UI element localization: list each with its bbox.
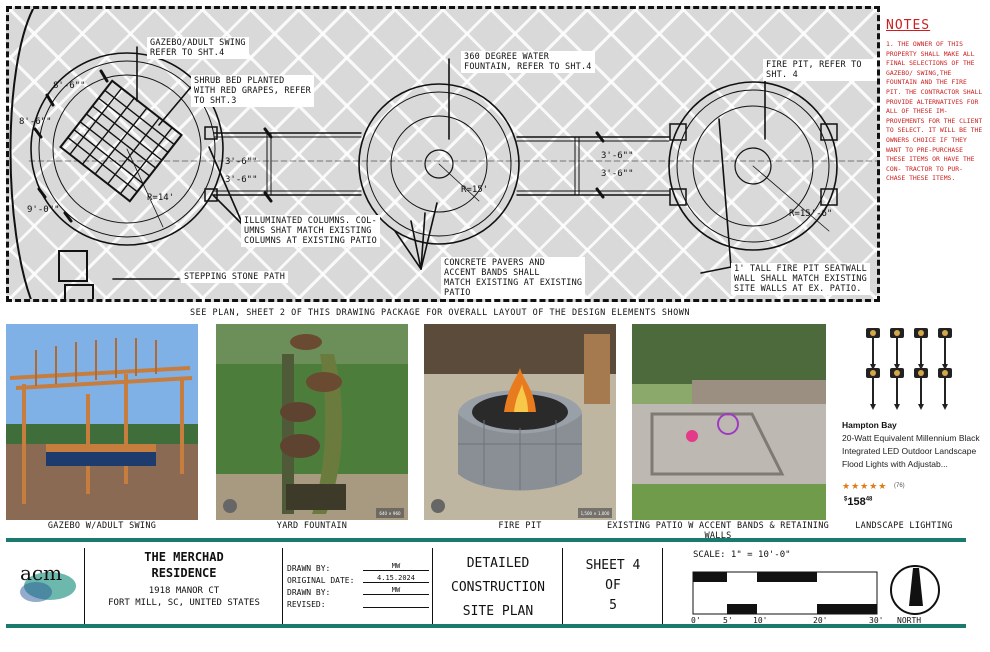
project-name-line2: RESIDENCE	[151, 566, 217, 580]
stepping-stone-callout: STEPPING STONE PATH	[181, 271, 289, 283]
drawn-by-value-2: MW	[363, 586, 429, 595]
pergola-plan	[59, 79, 183, 203]
firepit-caption: FIRE PIT	[498, 521, 542, 531]
product-brand: Hampton Bay	[842, 420, 897, 430]
revised-value	[363, 598, 429, 608]
drawn-by-value: MW	[363, 562, 429, 571]
plan-reference-note: SEE PLAN, SHEET 2 OF THIS DRAWING PACKAG…	[190, 308, 690, 318]
sheet-title-line1: DETAILED	[466, 556, 530, 571]
original-date-label: ORIGINAL DATE:	[287, 576, 355, 585]
firepit-photo: 1,500 × 1,000	[424, 324, 616, 520]
drawing-info: DRAWN BY: MW ORIGINAL DATE: 4.15.2024 DR…	[282, 548, 432, 624]
site-plan-drawing: GAZEBO/ADULT SWING REFER TO SHT.4 SHRUB …	[6, 6, 880, 302]
sheet-title: DETAILED CONSTRUCTION SITE PLAN	[432, 548, 562, 624]
sheet-number-line2: OF	[605, 578, 621, 593]
gazebo-caption: GAZEBO W/ADULT SWING	[47, 521, 157, 531]
dimension-label: 8'-6""	[53, 81, 86, 91]
scale-tick-0: 0'	[691, 616, 701, 625]
scale-text: SCALE: 1" = 10'-0"	[693, 550, 791, 560]
plan-linework	[9, 9, 877, 299]
radius-label: R=14'	[147, 193, 175, 203]
radius-label: R=15'-6"	[789, 209, 833, 219]
project-info: THE MERCHAD RESIDENCE 1918 MANOR CT FORT…	[84, 548, 282, 624]
graphic-scale-bar	[692, 565, 940, 615]
seatwall-callout: 1' TALL FIRE PIT SEATWALL WALL SHALL MAT…	[731, 263, 870, 295]
drawn-by-label: DRAWN BY:	[287, 564, 331, 573]
scale-and-north: SCALE: 1" = 10'-0" 0' 5' 10' 20' 30' NOR…	[662, 548, 966, 625]
scale-tick-20: 20'	[813, 616, 828, 625]
gazebo-callout: GAZEBO/ADULT SWING REFER TO SHT.4	[147, 37, 249, 59]
dimension-label: 9'-0""	[27, 205, 60, 215]
revised-label: REVISED:	[287, 600, 326, 609]
rating-stars-icon: ★★★★★	[842, 481, 888, 491]
lighting-caption: LANDSCAPE LIGHTING	[855, 521, 953, 531]
north-arrow-icon	[909, 568, 923, 606]
north-label: NORTH	[897, 616, 922, 625]
fountain-photo: 640 × 960	[216, 324, 408, 520]
landscape-light-product[interactable]: Hampton Bay 20-Watt Equivalent Millenniu…	[842, 324, 988, 514]
drawn-by-label-2: DRAWN BY:	[287, 588, 331, 597]
patio-photo	[632, 324, 826, 520]
firepit-callout: FIRE PIT, REFER TO SHT. 4	[763, 59, 877, 81]
gazebo-photo	[6, 324, 198, 520]
fountain-image-size: 640 × 960	[379, 511, 401, 516]
pavers-callout: CONCRETE PAVERS AND ACCENT BANDS SHALL M…	[441, 257, 586, 299]
dimension-label: 8'-6""	[19, 117, 52, 127]
address-line1: 1918 MANOR CT	[148, 586, 220, 596]
firepit-image-size: 1,500 × 1,000	[581, 511, 610, 516]
radius-label: R=15'	[461, 185, 489, 195]
notes-body: 1. THE OWNER OF THIS PROPERTY SHALL MAKE…	[886, 40, 983, 183]
sheet-number-line3: 5	[609, 598, 617, 613]
dimension-label: 3'-6""	[601, 169, 634, 179]
product-price: $15848	[844, 496, 873, 508]
fountain-caption: YARD FOUNTAIN	[276, 521, 348, 531]
project-name-line1: THE MERCHAD	[144, 550, 224, 564]
title-block: acm THE MERCHAD RESIDENCE 1918 MANOR CT …	[6, 538, 966, 628]
scale-tick-10: 10'	[753, 616, 768, 625]
fountain-callout: 360 DEGREE WATER FOUNTAIN, REFER TO SHT.…	[461, 51, 595, 73]
review-count: (76)	[894, 483, 905, 489]
scale-tick-5: 5'	[723, 616, 733, 625]
shrub-bed-callout: SHRUB BED PLANTED WITH RED GRAPES, REFER…	[191, 75, 314, 107]
sheet-number: SHEET 4 OF 5	[562, 548, 662, 624]
patio-caption: EXISTING PATIO W ACCENT BANDS & RETAININ…	[606, 521, 830, 541]
notes-title: NOTES	[886, 18, 931, 33]
dimension-label: 3'-6""	[225, 175, 258, 185]
original-date-value: 4.15.2024	[363, 574, 429, 583]
address-line2: FORT MILL, SC, UNITED STATES	[108, 598, 260, 608]
sheet-title-line2: CONSTRUCTION	[451, 580, 545, 595]
logo-text: acm	[20, 561, 62, 585]
scale-tick-30: 30'	[869, 616, 884, 625]
sheet-title-line3: SITE PLAN	[462, 604, 534, 619]
sheet-number-line1: SHEET 4	[585, 558, 641, 573]
company-logo: acm	[10, 552, 80, 612]
dimension-label: 3'-6""	[601, 151, 634, 161]
light-fixtures-image	[866, 328, 952, 410]
dimension-label: 3'-6""	[225, 157, 258, 167]
columns-callout: ILLUMINATED COLUMNS. COL- UMNS SHAT MATC…	[241, 215, 380, 247]
product-description: 20-Watt Equivalent Millennium Black Inte…	[842, 433, 980, 469]
